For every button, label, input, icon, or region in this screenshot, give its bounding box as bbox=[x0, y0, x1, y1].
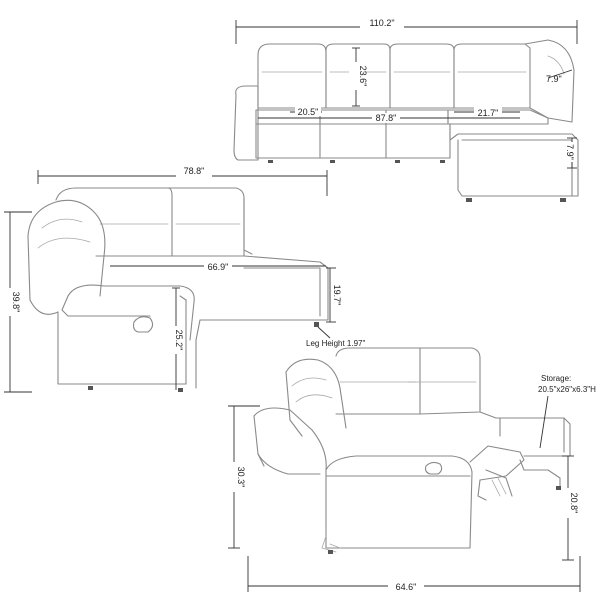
seat-height-dimension: 25.2" bbox=[172, 287, 184, 390]
reclined-depth-dimension: 64.6" bbox=[247, 556, 581, 593]
reclined-view: Storage: 20.5"x26"x6.3"H 30.3" 20.8" bbox=[228, 347, 596, 593]
side-overall-width-dimension: 78.8" bbox=[37, 166, 328, 196]
reclined-depth-label: 64.6" bbox=[396, 582, 417, 592]
chaise-height-side-label: 19.7" bbox=[332, 285, 342, 306]
reclined-sofa-drawing bbox=[253, 347, 571, 554]
arm-seat-label: 20.5" bbox=[298, 107, 319, 117]
seat-span-dimension: 87.8" bbox=[258, 113, 520, 123]
back-height-label: 23.6" bbox=[358, 66, 368, 87]
seat-span-label: 87.8" bbox=[376, 113, 397, 123]
side-overall-height-label: 39.8" bbox=[11, 292, 21, 313]
footrest-height-dimension: 20.8" bbox=[562, 455, 579, 561]
overall-width-dimension: 110.2" bbox=[235, 17, 578, 44]
arm-seat-dimension: 20.5" bbox=[290, 106, 322, 117]
chaise-height-label: 7.9" bbox=[565, 144, 575, 160]
seat-height-label: 25.2" bbox=[174, 330, 184, 351]
storage-note-title: Storage: bbox=[541, 374, 571, 383]
arm-width-label: 7.9" bbox=[546, 74, 562, 84]
reclined-height-label: 30.3" bbox=[236, 467, 246, 488]
leg-height-note: Leg Height 1.97" bbox=[306, 339, 365, 348]
footrest-height-label: 20.8" bbox=[569, 493, 579, 514]
side-sofa-drawing bbox=[27, 187, 329, 392]
chaise-height-dimension: 7.9" bbox=[563, 137, 577, 169]
chaise-length-dimension: 66.9" bbox=[110, 261, 326, 272]
chaise-length-label: 66.9" bbox=[208, 262, 229, 272]
chaise-height-side-dimension: 19.7" bbox=[326, 267, 343, 323]
side-view: 78.8" 39.8" bbox=[4, 166, 365, 393]
side-overall-width-label: 78.8" bbox=[184, 166, 205, 176]
back-height-dimension: 23.6" bbox=[349, 47, 368, 107]
storage-note-size: 20.5"x26"x6.3"H bbox=[538, 385, 596, 394]
chaise-width-dimension: 21.7" bbox=[454, 107, 520, 118]
overall-width-label: 110.2" bbox=[369, 18, 394, 28]
side-overall-height-dimension: 39.8" bbox=[4, 211, 32, 393]
leg-height-annotation: Leg Height 1.97" bbox=[306, 326, 365, 348]
reclined-height-dimension: 30.3" bbox=[228, 405, 260, 549]
arm-width-dimension: 7.9" bbox=[546, 69, 573, 84]
front-sofa-drawing bbox=[233, 39, 579, 202]
storage-annotation: Storage: 20.5"x26"x6.3"H bbox=[538, 374, 596, 449]
chaise-width-label: 21.7" bbox=[478, 108, 499, 118]
front-view: 110.2" bbox=[233, 17, 579, 202]
